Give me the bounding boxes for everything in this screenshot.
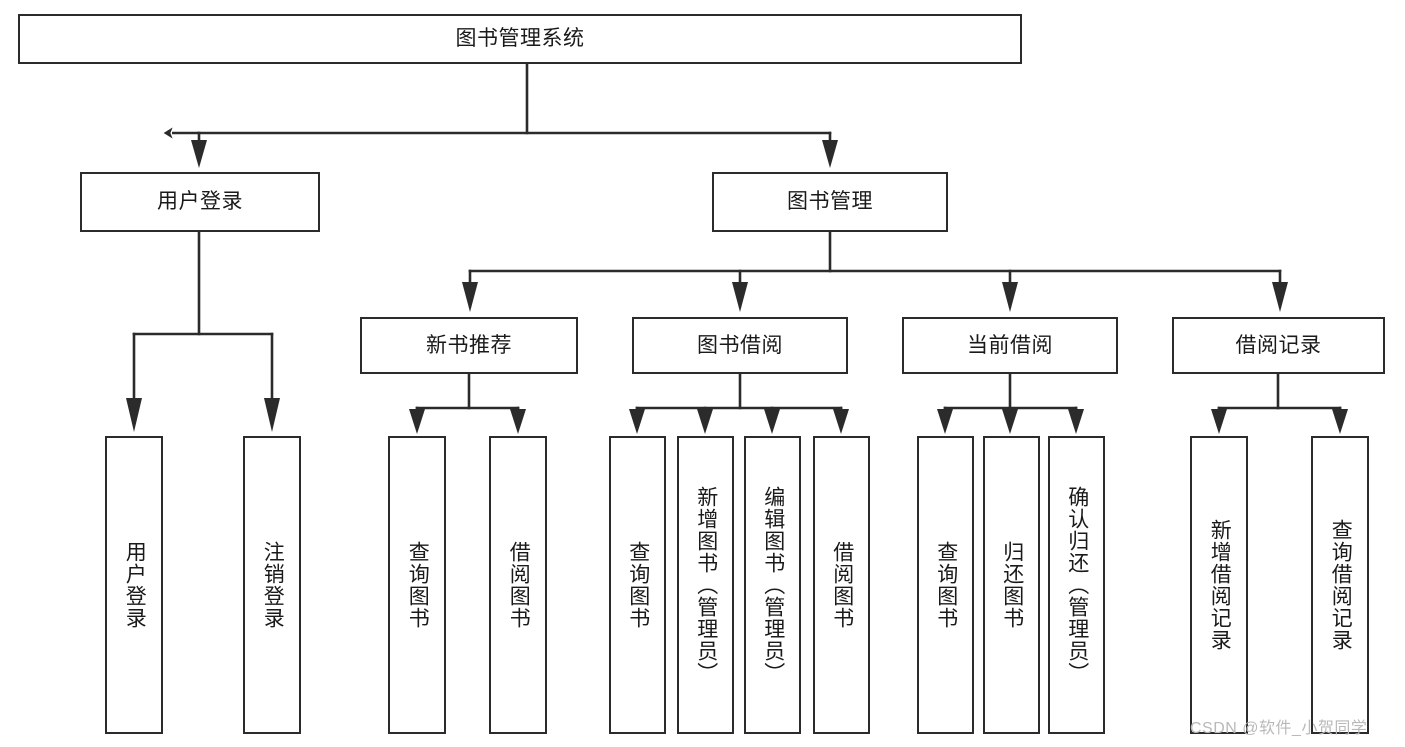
node-leaf-query-book-3[interactable]: 查询图书 — [917, 436, 974, 734]
arrowhead-br-c1 — [1211, 409, 1227, 434]
node-leaf-user-login-label: 用户登录 — [123, 541, 147, 629]
node-leaf-add-book-label: 新增图书（管理员） — [694, 486, 718, 684]
arrowhead-cb-c3 — [1068, 409, 1084, 434]
node-leaf-borrow-book-1[interactable]: 借阅图书 — [489, 436, 547, 734]
node-leaf-return-book-label: 归还图书 — [1000, 541, 1024, 629]
arrowhead-br-c2 — [1332, 409, 1348, 434]
node-current-borrow[interactable]: 当前借阅 — [902, 317, 1118, 374]
arrowhead-bb-c2 — [697, 409, 713, 434]
node-leaf-query-record-label: 查询借阅记录 — [1329, 519, 1353, 651]
node-leaf-return-book[interactable]: 归还图书 — [983, 436, 1040, 734]
arrowhead-bookborrow — [732, 282, 748, 312]
arrowhead-leaf-user-login — [126, 398, 142, 432]
arrowhead-bb-c1 — [629, 409, 645, 434]
node-book-borrow-label: 图书借阅 — [697, 333, 783, 357]
arrowhead-newbook — [462, 282, 478, 312]
node-leaf-borrow-book-2[interactable]: 借阅图书 — [813, 436, 870, 734]
watermark: CSDN @软件_小贺同学 — [1190, 720, 1368, 737]
node-current-borrow-label: 当前借阅 — [967, 333, 1053, 357]
node-leaf-borrow-book-1-label: 借阅图书 — [507, 541, 531, 629]
node-root-label: 图书管理系统 — [455, 27, 585, 51]
arrowhead-bb-c4 — [833, 409, 849, 434]
arrowhead-leaf-user-logout — [264, 398, 280, 432]
node-leaf-confirm-return[interactable]: 确认归还（管理员） — [1048, 436, 1105, 734]
node-leaf-add-record-label: 新增借阅记录 — [1208, 519, 1232, 651]
node-leaf-query-book-2[interactable]: 查询图书 — [609, 436, 666, 734]
node-leaf-user-logout[interactable]: 注销登录 — [243, 436, 301, 734]
node-leaf-add-record[interactable]: 新增借阅记录 — [1190, 436, 1248, 734]
arrowhead-cb-c1 — [937, 409, 953, 434]
arrowhead-currentborrow — [1002, 282, 1018, 312]
node-leaf-query-book-3-label: 查询图书 — [934, 541, 958, 629]
node-book-borrow[interactable]: 图书借阅 — [632, 317, 848, 374]
node-borrow-record-label: 借阅记录 — [1235, 333, 1322, 357]
node-book-manage-label: 图书管理 — [787, 190, 873, 214]
node-user-login[interactable]: 用户登录 — [80, 172, 320, 232]
node-new-book-rec[interactable]: 新书推荐 — [360, 317, 578, 374]
node-user-login-label: 用户登录 — [157, 190, 243, 214]
node-leaf-confirm-return-label: 确认归还（管理员） — [1065, 486, 1089, 684]
node-leaf-query-book-2-label: 查询图书 — [626, 541, 650, 629]
node-book-manage[interactable]: 图书管理 — [712, 172, 948, 232]
arrowhead-nb-c1 — [409, 409, 425, 434]
node-leaf-query-book-1-label: 查询图书 — [406, 541, 430, 629]
node-leaf-edit-book[interactable]: 编辑图书（管理员） — [744, 436, 801, 734]
arrowhead-cb-c2 — [1002, 409, 1018, 434]
node-leaf-add-book[interactable]: 新增图书（管理员） — [677, 436, 734, 734]
node-borrow-record[interactable]: 借阅记录 — [1172, 317, 1385, 374]
arrowhead-user-login — [191, 140, 207, 168]
node-new-book-rec-label: 新书推荐 — [426, 333, 512, 357]
arrowhead-borrowrecord — [1272, 282, 1288, 312]
node-root[interactable]: 图书管理系统 — [18, 14, 1022, 64]
arrowhead-nb-c2 — [510, 409, 526, 434]
node-leaf-borrow-book-2-label: 借阅图书 — [830, 541, 854, 629]
arrowhead-bb-c3 — [764, 409, 780, 434]
node-leaf-edit-book-label: 编辑图书（管理员） — [761, 486, 785, 684]
node-leaf-query-book-1[interactable]: 查询图书 — [388, 436, 446, 734]
arrowhead-book-manage — [822, 140, 838, 168]
node-leaf-user-logout-label: 注销登录 — [261, 541, 285, 629]
node-leaf-query-record[interactable]: 查询借阅记录 — [1311, 436, 1369, 734]
node-leaf-user-login[interactable]: 用户登录 — [105, 436, 163, 734]
